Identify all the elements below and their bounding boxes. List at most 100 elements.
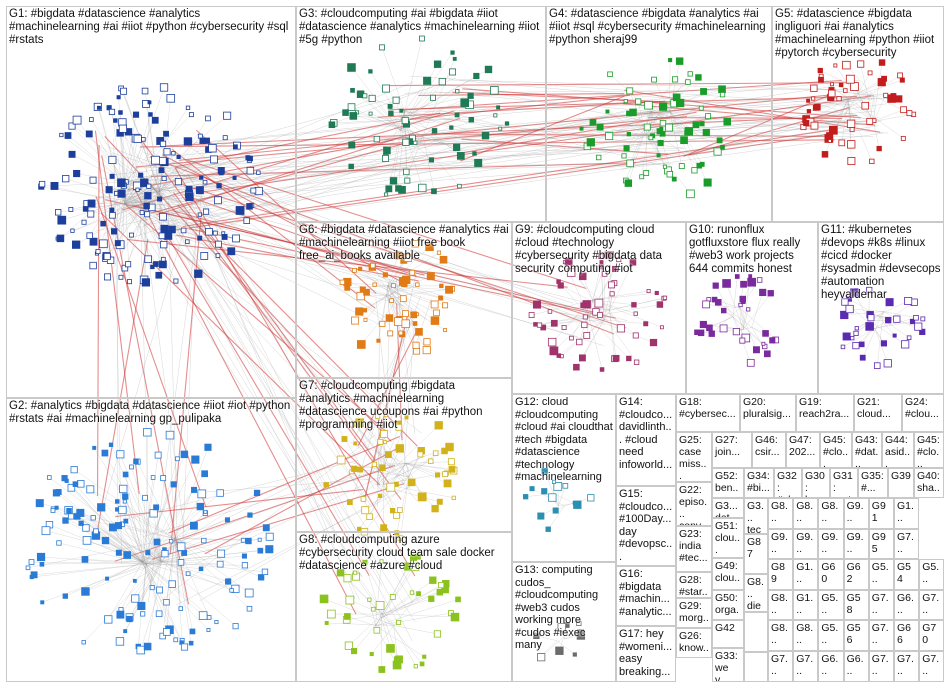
group-label-g39: G39 xyxy=(891,470,911,482)
tiny-group-cell: G5... xyxy=(919,559,944,590)
tiny-group-cell: G89 xyxy=(768,559,793,590)
tiny-group-label: G8... xyxy=(771,622,790,646)
group-panel-g49: G50: orga... xyxy=(712,590,744,620)
tiny-group-cell: G56 xyxy=(844,620,869,651)
group-panel-g8x xyxy=(744,652,768,682)
group-panel-g40: G40: sha... xyxy=(914,468,944,498)
tiny-group-label: G60 xyxy=(821,561,840,585)
group-panel-g47: G45: #clo... xyxy=(914,432,944,468)
group-label-g14: G14: #cloudco... davidlinth... #cloud ne… xyxy=(619,396,673,471)
tiny-group-cell: G8... xyxy=(768,498,793,529)
tiny-group-label: G6... xyxy=(897,592,916,616)
tiny-group-label: G54 xyxy=(897,561,916,585)
group-panel-g45: G46: csir... xyxy=(752,432,786,468)
group-panel-g17: G17: hey #womeni... easy breaking... xyxy=(616,626,676,682)
group-panel-g27: G27: join... xyxy=(712,432,752,468)
group-panel-g11: G11: #kubernetes #devops #k8s #linux #ci… xyxy=(818,222,944,394)
group-panel-g10: G10: runonflux gotfluxstore flux really … xyxy=(686,222,818,394)
tiny-group-cell: G1... xyxy=(793,559,818,590)
group-label-g41: G42 xyxy=(715,622,741,634)
tiny-group-label: G8... xyxy=(796,622,815,646)
tiny-group-label: G66 xyxy=(897,622,916,646)
group-panel-g18: G18: #cybersec... xyxy=(676,394,740,432)
group-label-g18: G18: #cybersec... xyxy=(679,396,737,420)
group-panel-g26: G26: know... xyxy=(676,628,712,658)
group-panel-g41: G42 xyxy=(712,620,744,648)
tiny-group-cell: G8... xyxy=(793,620,818,651)
tiny-group-label: G8... xyxy=(821,500,840,524)
tiny-group-cell: G1... xyxy=(894,498,919,529)
group-label-g10: G10: runonflux gotfluxstore flux really … xyxy=(689,224,815,276)
group-label-g2: G2: #analytics #bigdata #datascience #ii… xyxy=(9,400,293,426)
tiny-group-cell: G95 xyxy=(869,529,894,560)
group-label-g3c: G87 xyxy=(747,536,765,560)
tiny-group-cell: G7... xyxy=(869,620,894,651)
group-panel-g2: G2: #analytics #bigdata #datascience #ii… xyxy=(6,398,296,682)
group-label-g35: G35: #... xyxy=(861,470,885,494)
tiny-group-cell: G5... xyxy=(869,559,894,590)
group-label-g42: G43: #dat... xyxy=(855,434,879,468)
tiny-group-label: G8... xyxy=(771,592,790,616)
tiny-group-label: G9... xyxy=(796,531,815,555)
group-panel-g4: G4: #datascience #bigdata #analytics #ai… xyxy=(546,6,772,222)
tiny-group-label: G6... xyxy=(821,653,840,677)
tiny-group-cell: G7... xyxy=(919,651,944,682)
group-panel-g21: G21: cloud... xyxy=(854,394,902,432)
group-label-g3d: G8... die xyxy=(747,576,765,612)
group-label-g3b: G3... tech lo... xyxy=(747,500,765,534)
group-panel-g5: G5: #datascience #bigdata ingliguori #ai… xyxy=(772,6,944,222)
tiny-group-cell: G54 xyxy=(894,559,919,590)
tiny-group-cell: G91 xyxy=(869,498,894,529)
group-label-g20: G20: pluralsig... xyxy=(743,396,793,420)
group-label-g33: G33: we v... xyxy=(715,650,741,682)
tiny-group-label: G89 xyxy=(771,561,790,585)
group-label-g3: G3: #cloudcomputing #ai #bigdata #iiot #… xyxy=(299,8,543,47)
group-label-g13: G13: computing cudos_ #cloudcomputing #w… xyxy=(515,564,613,652)
group-label-g27: G27: join... xyxy=(715,434,749,458)
group-panel-g33: G33: we v... xyxy=(712,648,744,682)
tiny-group-label: G7... xyxy=(796,653,815,677)
tiny-group-label: G7... xyxy=(872,622,891,646)
group-label-g48: G49: clou... xyxy=(715,560,741,590)
group-panel-g28: G28: #star... xyxy=(676,572,712,598)
tiny-group-label: G7... xyxy=(897,653,916,677)
group-panel-g15: G15: #cloudco... #100Day... day #devopsc… xyxy=(616,486,676,566)
group-panel-g50: G51: clou... xyxy=(712,518,744,558)
group-panel-g87 xyxy=(744,612,768,652)
group-label-g12: G12: cloud #cloudcomputing #cloud #ai cl… xyxy=(515,396,613,484)
tiny-group-label: G7... xyxy=(922,653,941,677)
group-label-g51: G52: ben... xyxy=(715,470,741,498)
group-label-g1: G1: #bigdata #datascience #analytics #ma… xyxy=(9,8,293,47)
group-label-g52: G3... dat ko... xyxy=(715,500,741,518)
tiny-group-label: G1... xyxy=(897,500,916,524)
group-label-g49: G50: orga... xyxy=(715,592,741,620)
tiny-group-label: G5... xyxy=(872,561,891,585)
group-label-g21: G21: cloud... xyxy=(857,396,899,420)
group-label-g25: G25: case miss... xyxy=(679,434,709,482)
tiny-group-cell: G62 xyxy=(844,559,869,590)
tiny-group-cell: G7... xyxy=(793,651,818,682)
group-label-g50: G51: clou... xyxy=(715,520,741,556)
tiny-group-label: G6... xyxy=(847,653,866,677)
tiny-group-cell: G6... xyxy=(844,651,869,682)
group-panel-g34: G34: #bi... xyxy=(744,468,774,498)
tiny-group-cell: G70 xyxy=(919,620,944,651)
group-label-g32: G32: #cl... xyxy=(777,470,799,498)
group-panel-g7: G7: #cloudcomputing #bigdata #analytics … xyxy=(296,378,512,532)
group-panel-g48: G49: clou... xyxy=(712,558,744,590)
tiny-group-label: G8... xyxy=(771,500,790,524)
group-panel-g39: G39 xyxy=(888,468,914,498)
group-label-g44: G45: #clo... xyxy=(823,434,849,468)
group-panel-g30: G30: baz... xyxy=(802,468,830,498)
group-label-g19: G19: reach2ra... xyxy=(799,396,851,420)
tiny-group-cell: G9... xyxy=(844,498,869,529)
group-panel-g29: G29: morg... xyxy=(676,598,712,628)
tiny-group-label: G5... xyxy=(821,592,840,616)
group-label-g34: G34: #bi... xyxy=(747,470,771,494)
group-panel-g8: G8: #cloudcomputing azure #cybersecurity… xyxy=(296,532,512,682)
group-label-g8: G8: #cloudcomputing azure #cybersecurity… xyxy=(299,534,509,573)
tiny-group-cell: G7... xyxy=(869,590,894,621)
tiny-group-label: G1... xyxy=(796,592,815,616)
tiny-group-label: G7... xyxy=(771,653,790,677)
group-panel-g46: G47: 202... xyxy=(786,432,820,468)
